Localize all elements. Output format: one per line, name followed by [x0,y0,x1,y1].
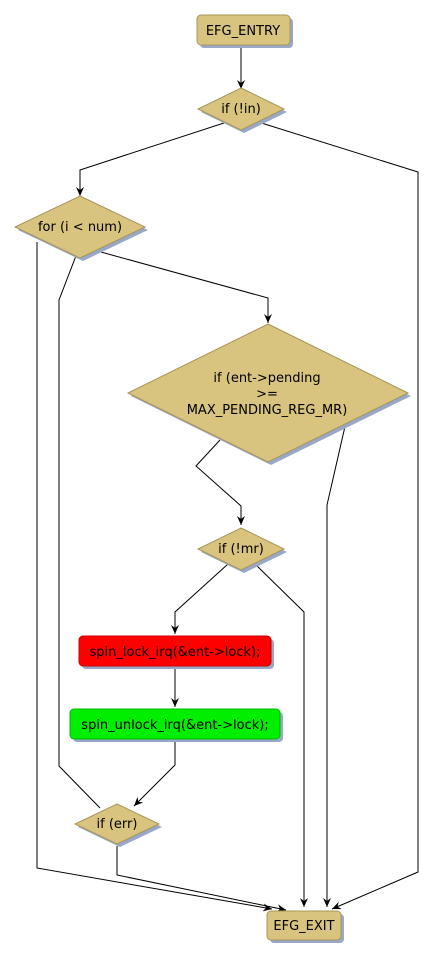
edge-if-mr-to-exit [254,563,308,907]
edge-if-pending-to-if-mr [195,439,245,525]
spin-unlock-label: spin_unlock_irq(&ent->lock); [81,718,268,733]
spin-lock-label: spin_lock_irq(&ent->lock); [90,645,261,660]
if-pending-label-line3: MAX_PENDING_REG_MR) [187,403,348,418]
edge-if-mr-to-spin-lock [171,563,229,634]
if-pending-node: if (ent->pending >= MAX_PENDING_REG_MR) [126,323,411,465]
edge-if-err-loop-back-to-for [58,247,101,809]
for-loop-label: for (i < num) [38,220,122,235]
edges [36,46,419,913]
if-mr-label: if (!mr) [218,542,264,557]
entry-label: EFG_ENTRY [206,24,280,39]
if-err-label: if (err) [97,817,138,832]
edge-for-to-if-pending [89,248,272,323]
spin-unlock-node: spin_unlock_irq(&ent->lock); [69,708,283,742]
if-err-node: if (err) [73,803,162,847]
edge-if-pending-to-exit [323,421,347,907]
edge-if-in-to-for [76,120,231,196]
if-mr-node: if (!mr) [196,527,287,573]
exit-node: EFG_EXIT [266,910,344,943]
edge-for-to-exit [36,242,273,912]
exit-label: EFG_EXIT [273,919,334,934]
if-in-node: if (!in) [196,87,287,133]
edge-if-in-to-exit [254,120,419,910]
if-pending-label-line1: if (ent->pending [213,371,320,386]
edge-spin-unlock-to-if-err [133,740,176,807]
edge-if-err-to-exit [116,846,287,913]
if-pending-label-line2: >= [256,387,278,402]
entry-node: EFG_ENTRY [196,14,293,48]
for-loop-node: for (i < num) [13,195,148,261]
if-in-label: if (!in) [221,102,261,117]
spin-lock-node: spin_lock_irq(&ent->lock); [78,635,274,669]
